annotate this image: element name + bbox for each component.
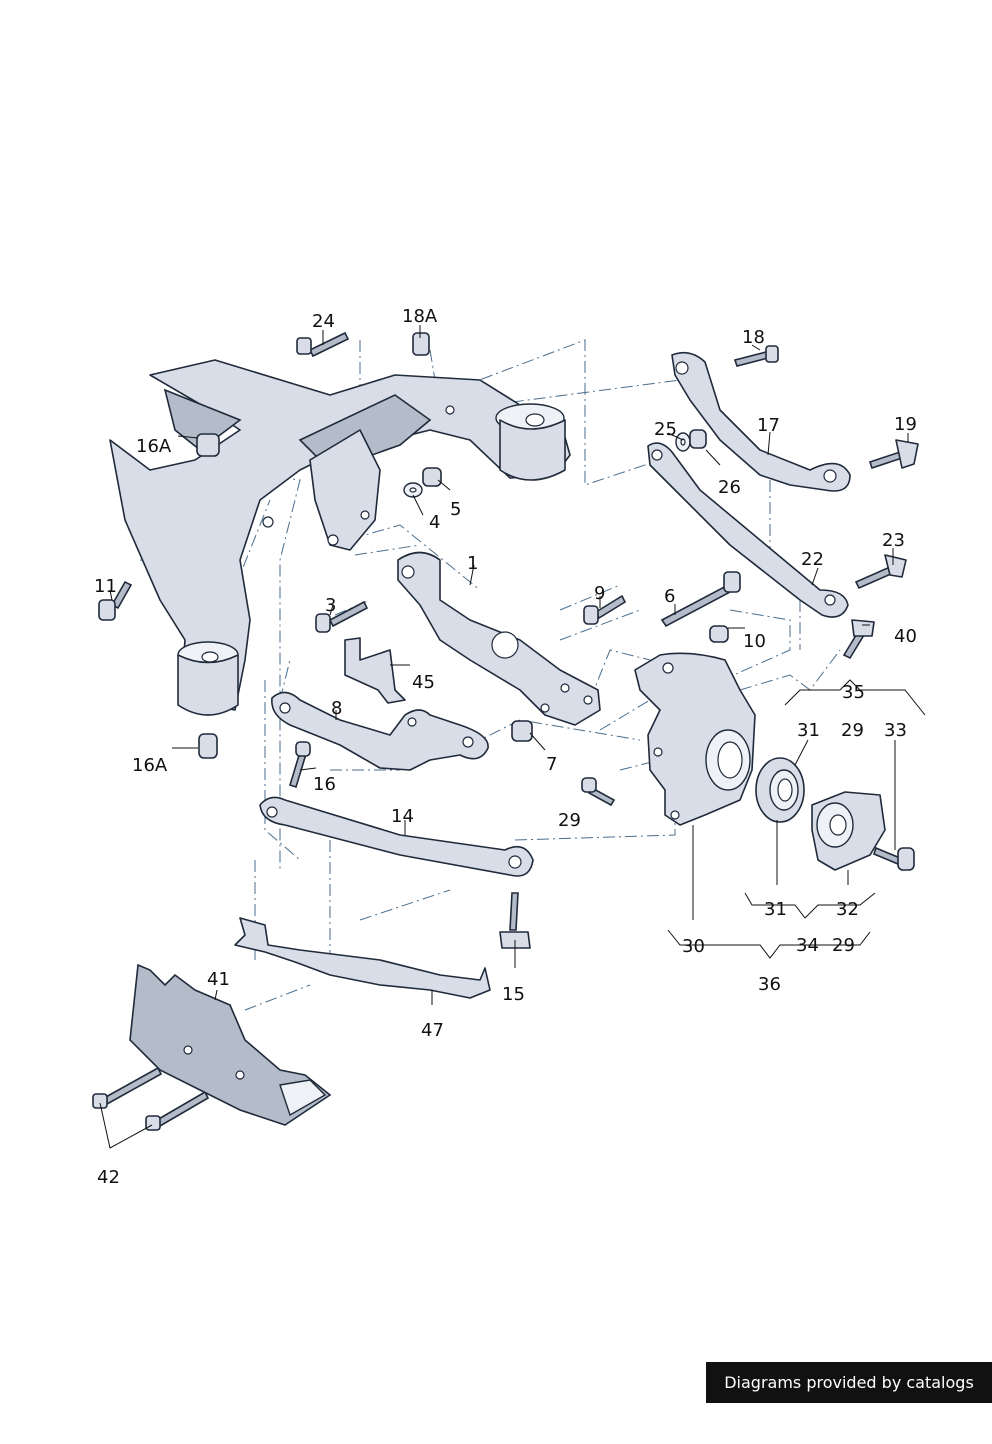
trailing-arm-link	[259, 796, 534, 877]
toe-link	[271, 691, 489, 771]
label-31-bottom: 31	[764, 899, 787, 920]
label-24: 24	[312, 311, 335, 332]
label-5: 5	[450, 499, 461, 520]
label-34: 34	[796, 935, 819, 956]
upper-control-arm	[671, 351, 851, 492]
label-18: 18	[742, 327, 765, 348]
label-6: 6	[664, 586, 675, 607]
cover-panel	[234, 917, 491, 999]
label-31-top: 31	[797, 720, 820, 741]
label-45: 45	[412, 672, 435, 693]
label-35: 35	[842, 682, 865, 703]
label-33: 33	[884, 720, 907, 741]
label-7: 7	[546, 754, 557, 775]
label-42: 42	[97, 1167, 120, 1188]
label-8: 8	[331, 698, 342, 719]
label-16a-bottom: 16A	[132, 755, 168, 776]
label-29-bottom: 29	[832, 935, 855, 956]
label-30: 30	[682, 936, 705, 957]
lower-control-arm	[397, 551, 601, 726]
catalog-credit-badge: Diagrams provided by catalogs parts	[706, 1362, 992, 1433]
label-29-right: 29	[841, 720, 864, 741]
label-25: 25	[654, 419, 677, 440]
label-36: 36	[758, 974, 781, 995]
wheel-carrier	[634, 652, 756, 826]
label-41: 41	[207, 969, 230, 990]
label-15: 15	[502, 984, 525, 1005]
label-16: 16	[313, 774, 336, 795]
bolts-and-nuts	[92, 331, 919, 1131]
part-labels: 24 18A 18 16A 25 17 19 26 5 4 23 1 22 11…	[94, 306, 917, 1188]
leader-lines	[99, 325, 926, 1149]
label-19: 19	[894, 414, 917, 435]
underbody-shield	[129, 963, 332, 1126]
label-26: 26	[718, 477, 741, 498]
label-17: 17	[757, 415, 780, 436]
label-3: 3	[325, 595, 336, 616]
label-9: 9	[594, 583, 605, 604]
label-16a-top: 16A	[136, 436, 172, 457]
label-10: 10	[743, 631, 766, 652]
label-14: 14	[391, 806, 414, 827]
bracket	[344, 637, 406, 704]
label-1: 1	[467, 553, 478, 574]
label-47: 47	[421, 1020, 444, 1041]
label-4: 4	[429, 512, 440, 533]
label-32: 32	[836, 899, 859, 920]
label-23: 23	[882, 530, 905, 551]
lateral-link	[647, 442, 849, 618]
label-29-mid: 29	[558, 810, 581, 831]
label-40: 40	[894, 626, 917, 647]
label-22: 22	[801, 549, 824, 570]
label-18a: 18A	[402, 306, 438, 327]
wheel-hub	[811, 791, 886, 871]
wheel-bearing	[755, 757, 805, 823]
suspension-exploded-diagram: 24 18A 18 16A 25 17 19 26 5 4 23 1 22 11…	[92, 306, 926, 1188]
label-11: 11	[94, 576, 117, 597]
